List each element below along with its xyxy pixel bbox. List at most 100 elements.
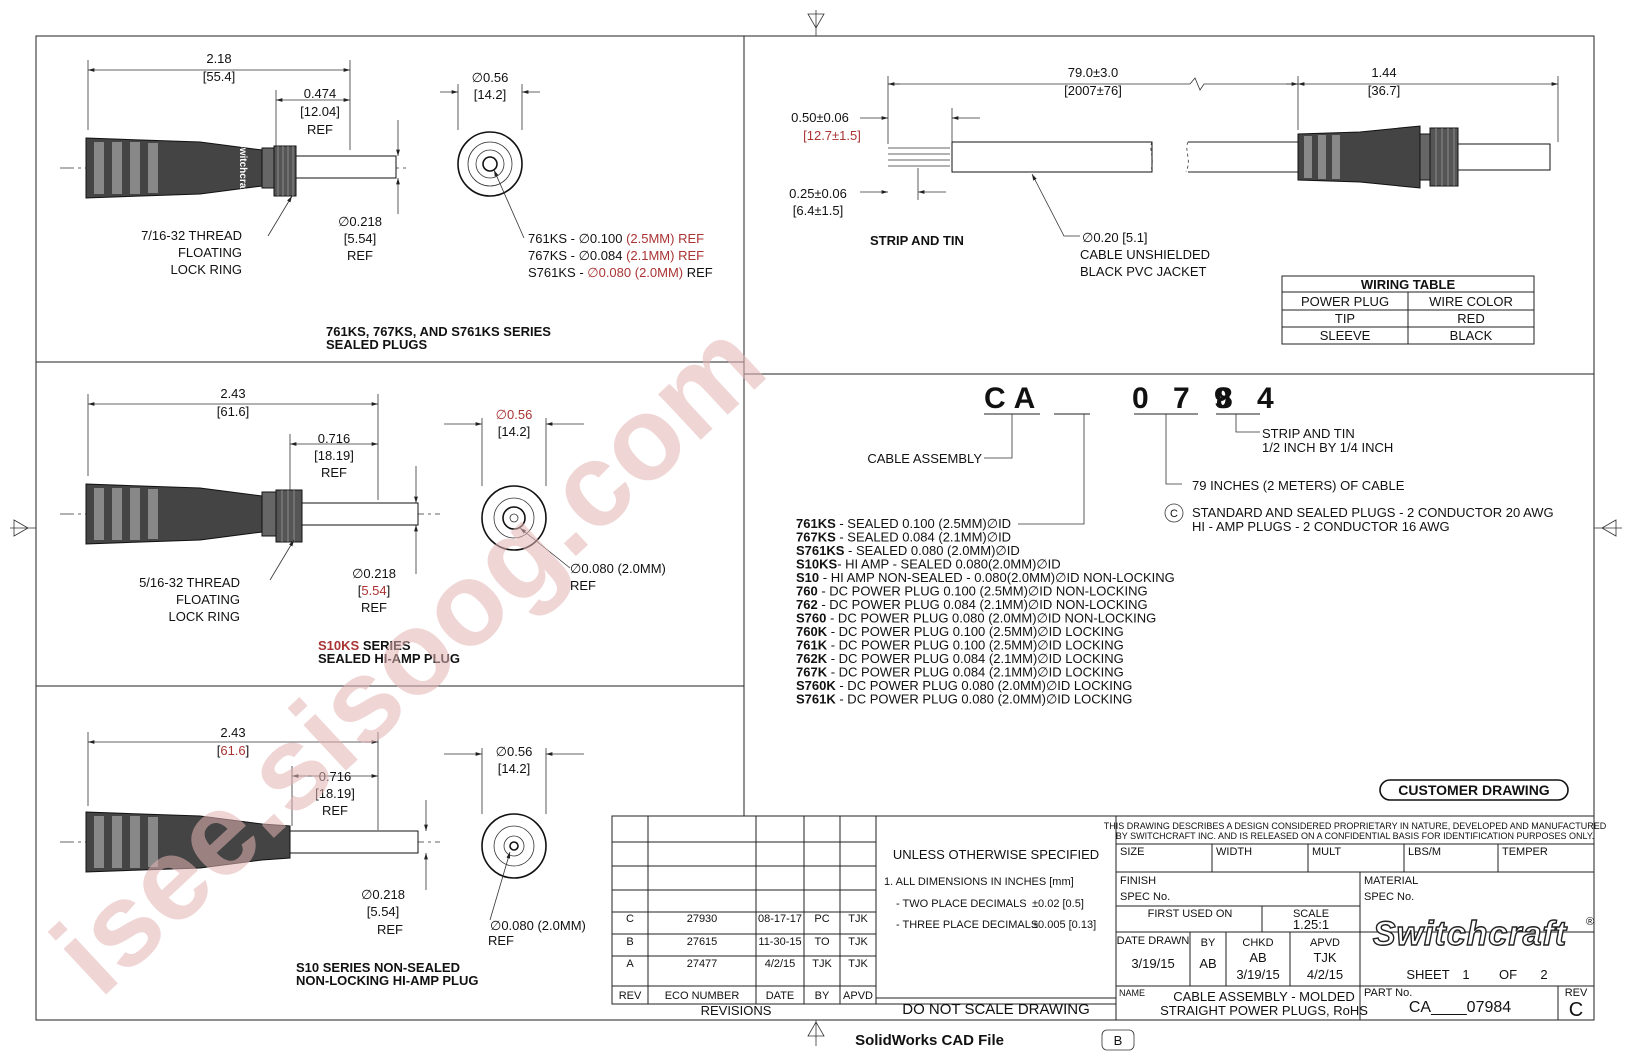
cable-length-dim: 79.0±3.0 (1068, 65, 1119, 80)
plug3-tip-ref: REF (322, 803, 348, 818)
pn-conductors-2: HI - AMP PLUGS - 2 CONDUCTOR 16 AWG (1192, 519, 1450, 534)
tb-rev-label: REV (1565, 987, 1588, 999)
tb-material-label: MATERIAL (1364, 875, 1418, 887)
plug3-length-dim: 2.43 (220, 725, 245, 740)
cable-assembly-view (888, 125, 1551, 189)
wiring-row-2-plug: SLEEVE (1320, 328, 1371, 343)
plug2-length-dim-mm: [61.6] (217, 404, 250, 419)
plug3-tip-dim: 0.716 (319, 769, 352, 784)
plug2-pin-dim-mm: [5.54] (358, 583, 391, 598)
plug1-id-note-3: S761KS - ∅0.080 (2.0MM) REF (528, 265, 713, 280)
strip-length-dim: 0.50±0.06 (791, 110, 849, 125)
switchcraft-logo-mark: ® (1586, 916, 1594, 928)
tb-material-spec: SPEC No. (1364, 891, 1414, 903)
center-mark-left (10, 519, 36, 537)
rev-header-apvd: APVD (843, 990, 873, 1002)
pn-length: 79 INCHES (2 METERS) OF CABLE (1192, 478, 1405, 493)
plug1-diameter-dim: ∅0.56 (472, 70, 509, 85)
plug3-pin-dim-mm: [5.54] (367, 904, 400, 919)
revisions-table (611, 815, 877, 1005)
proprietary-notice-2: BY SWITCHCRAFT INC. AND IS RELEASED ON A… (1116, 831, 1594, 841)
plug2-tip-dim: 0.716 (318, 431, 351, 446)
plug1-tip-ref: REF (307, 122, 333, 137)
plug2-pin-dim: ∅0.218 (352, 566, 396, 581)
customer-drawing-label: CUSTOMER DRAWING (1398, 782, 1550, 798)
cable-length-dim-mm: [2007±76] (1064, 83, 1122, 98)
plug1-tip-dim-mm: [12.04] (300, 104, 340, 119)
wiring-row-1-color: RED (1457, 311, 1484, 326)
rev-row-1-eco: 27615 (687, 936, 718, 948)
wiring-table (1281, 275, 1535, 345)
plug1-pin-ref: REF (347, 248, 373, 263)
plug2-diameter-dim: ∅0.56 (496, 407, 533, 422)
rev-row-2-rev: A (626, 958, 634, 970)
tin-length-dim: 0.25±0.06 (789, 186, 847, 201)
spec-two-place: - TWO PLACE DECIMALS (896, 898, 1027, 910)
plug2-thread-2: FLOATING (176, 592, 240, 607)
plug-s10ks-end-view (481, 485, 547, 551)
rev-row-2-eco: 27477 (687, 958, 718, 970)
tb-width-label: WIDTH (1216, 846, 1252, 858)
tb-apvd: TJK (1313, 950, 1336, 965)
rev-row-1-apvd: TJK (848, 936, 868, 948)
tb-chkd-label: CHKD (1242, 937, 1273, 949)
wiring-row-2-color: BLACK (1450, 328, 1493, 343)
cable-plug-dim: 1.44 (1371, 65, 1396, 80)
cad-rev: B (1114, 1033, 1123, 1048)
plug2-title-1: S10KS SERIES (318, 638, 411, 653)
rev-header-date: DATE (766, 990, 795, 1002)
plug1-thread-1: 7/16-32 THREAD (141, 228, 242, 243)
tb-apvd-label: APVD (1310, 937, 1340, 949)
tb-by: AB (1199, 956, 1216, 971)
plug-761ks-side-view: Switchcraft (60, 137, 410, 199)
plug3-pin-ref: REF (377, 922, 403, 937)
plug-s10-side-view (60, 811, 440, 873)
plug1-id-note-2: 767KS - ∅0.084 (2.1MM) REF (528, 248, 704, 263)
plug3-title-1: S10 SERIES NON-SEALED (296, 960, 460, 975)
pn-option-3: S10KS- HI AMP - SEALED 0.080(2.0MM)∅ID (796, 557, 1061, 572)
strip-and-tin-label: STRIP AND TIN (870, 233, 964, 248)
rev-row-0-apvd: TJK (848, 913, 868, 925)
cable-jacket-dim: ∅0.20 [5.1] (1082, 230, 1148, 245)
pn-option-13: S761K - DC POWER PLUG 0.080 (2.0MM)∅ID L… (796, 692, 1132, 707)
spec-three-place-value: ±0.005 [0.13] (1032, 919, 1096, 931)
pn-option-10: 762K - DC POWER PLUG 0.084 (2.1MM)∅ID LO… (796, 651, 1124, 666)
tb-size-label: SIZE (1120, 846, 1144, 858)
tb-rev: C (1569, 999, 1583, 1021)
pn-option-2: S761KS - SEALED 0.080 (2.0MM)∅ID (796, 543, 1020, 558)
plug2-thread-3: LOCK RING (168, 609, 240, 624)
rev-row-1-rev: B (626, 936, 633, 948)
plug1-pin-dim-mm: [5.54] (344, 231, 377, 246)
cable-jacket-type: CABLE UNSHIELDED (1080, 247, 1210, 262)
tb-date-drawn-label: DATE DRAWN (1117, 935, 1190, 947)
pn-strip-2: 1/2 INCH BY 1/4 INCH (1262, 440, 1393, 455)
tb-first-used: FIRST USED ON (1148, 908, 1233, 920)
note-c-marker (1164, 503, 1184, 523)
pn-strip-1: STRIP AND TIN (1262, 426, 1355, 441)
plug3-length-dim-mm: [61.6] (217, 743, 250, 758)
plug2-pin-ref: REF (361, 600, 387, 615)
wiring-table-title: WIRING TABLE (1361, 277, 1456, 292)
tb-name-1: CABLE ASSEMBLY - MOLDED (1173, 989, 1355, 1004)
pn-option-8: 760K - DC POWER PLUG 0.100 (2.5MM)∅ID LO… (796, 624, 1124, 639)
pn-option-9: 761K - DC POWER PLUG 0.100 (2.5MM)∅ID LO… (796, 638, 1124, 653)
plug3-diameter-dim-mm: [14.2] (498, 761, 531, 776)
tb-temper-label: TEMPER (1502, 846, 1548, 858)
plug2-id-note: ∅0.080 (2.0MM) (570, 561, 666, 576)
plug3-title-2: NON-LOCKING HI-AMP PLUG (296, 973, 478, 988)
plug2-diameter-dim-mm: [14.2] (498, 424, 531, 439)
plug1-thread-2: FLOATING (178, 245, 242, 260)
tb-sheet-label: SHEET (1406, 967, 1449, 982)
plug2-title-2: SEALED HI-AMP PLUG (318, 651, 460, 666)
rev-header-rev: REV (619, 990, 642, 1002)
plug2-id-ref: REF (570, 578, 596, 593)
plug3-diameter-dim: ∅0.56 (496, 744, 533, 759)
plug1-title-2: SEALED PLUGS (326, 337, 427, 352)
wiring-row-1-plug: TIP (1335, 311, 1355, 326)
tb-part-number: CA____07984 (1409, 999, 1511, 1016)
pn-option-11: 767K - DC POWER PLUG 0.084 (2.1MM)∅ID LO… (796, 665, 1124, 680)
pn-option-7: S760 - DC POWER PLUG 0.080 (2.0MM)∅ID NO… (796, 611, 1156, 626)
rev-row-2-by: TJK (812, 958, 832, 970)
plug3-pin-dim: ∅0.218 (361, 887, 405, 902)
